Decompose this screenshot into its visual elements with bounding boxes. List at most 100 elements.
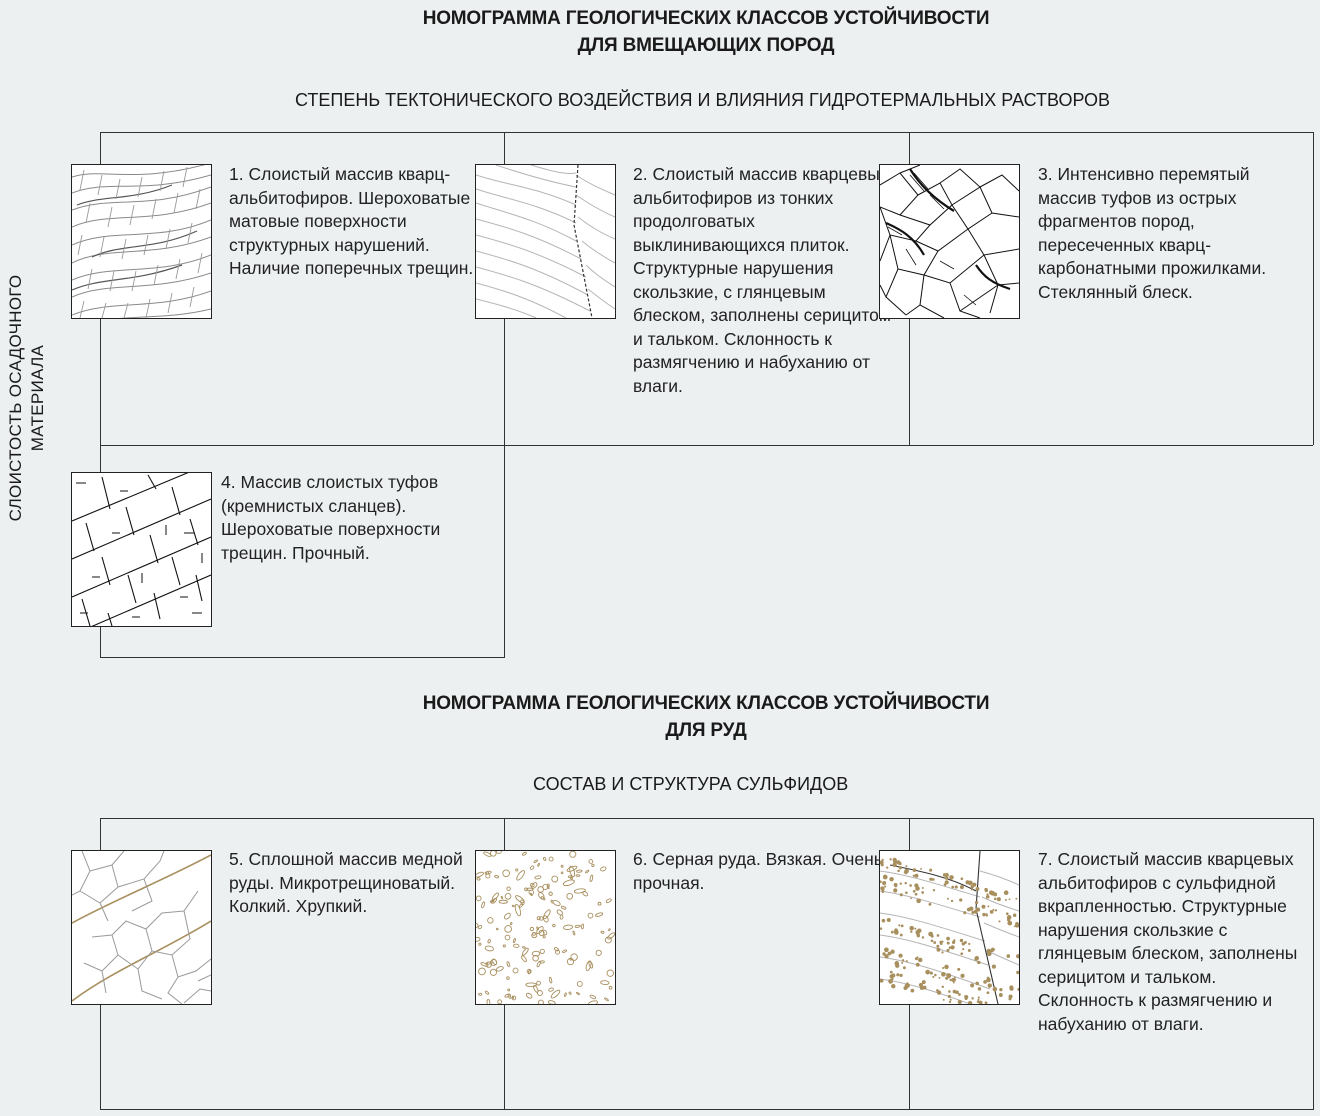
sulfide-dot <box>998 992 1003 997</box>
speckle <box>587 1000 599 1004</box>
sulfide-dot <box>898 865 903 870</box>
grid2-line-top <box>100 818 1313 819</box>
sulfide-dot <box>946 897 949 900</box>
grid-line-left <box>100 132 101 658</box>
speckle <box>595 949 602 956</box>
sulfide-dot <box>1004 898 1007 901</box>
sulfide-dot <box>986 895 989 898</box>
speckle <box>516 870 525 881</box>
speckle <box>600 866 607 872</box>
sulfide-dot <box>909 925 914 931</box>
sulfide-dot <box>938 976 941 979</box>
sulfide-dot <box>967 949 971 952</box>
speckle <box>478 942 482 946</box>
sulfide-dot <box>915 962 920 967</box>
speckle <box>504 934 511 941</box>
speckle <box>566 957 575 966</box>
speckle <box>581 923 585 930</box>
speckle <box>568 991 572 995</box>
speckle <box>476 877 481 881</box>
sulfide-dot <box>1007 920 1013 926</box>
speckle <box>521 955 527 963</box>
sulfide-dot <box>967 880 973 886</box>
sulfide-dot <box>899 973 903 977</box>
sulfide-dot <box>986 893 989 896</box>
sulfide-dot <box>936 989 939 992</box>
sulfide-dot <box>953 939 956 942</box>
sulfide-dot <box>893 859 898 864</box>
sulfide-dot <box>921 936 925 939</box>
speckle <box>530 882 535 888</box>
sulfide-dot <box>936 934 940 937</box>
sulfide-dot <box>981 904 986 909</box>
sulfide-dot <box>975 981 979 986</box>
speckle <box>588 960 594 969</box>
speckle <box>550 989 561 999</box>
sulfide-dot <box>951 946 954 949</box>
speckle <box>542 915 549 923</box>
sulfide-dot <box>960 952 964 956</box>
sulfide-dot <box>932 889 936 892</box>
sulfide-dot <box>1003 890 1009 895</box>
sulfide-dot <box>914 927 917 930</box>
sulfide-dot <box>993 892 998 897</box>
sulfide-dot <box>964 997 968 1001</box>
sulfide-dot <box>881 858 884 861</box>
sulfide-dot <box>944 964 949 970</box>
sulfide-dot <box>881 887 885 891</box>
sulfide-dot <box>969 906 974 911</box>
cell-3-text: 3. Интенсивно перемятый массив туфов из … <box>1038 164 1267 302</box>
section2-title-line2: ДЛЯ РУД <box>665 720 747 741</box>
speckle <box>605 898 612 903</box>
y-axis-label-line2: МАТЕРИАЛА <box>28 344 47 452</box>
sulfide-dot <box>903 986 908 991</box>
sulfide-dot <box>916 898 921 904</box>
speckle <box>600 930 605 934</box>
wavy-layered-fractured-pattern <box>72 165 211 318</box>
speckle <box>481 901 486 909</box>
speckle <box>585 869 590 874</box>
sulfide-dot <box>948 1000 952 1004</box>
sulfide-dot <box>912 889 916 893</box>
section1-title-line2: ДЛЯ ВМЕЩАЮЩИХ ПОРОД <box>577 35 835 56</box>
speckle <box>576 980 583 987</box>
sulfide-dot <box>942 873 947 877</box>
sulfide-dot <box>900 924 904 928</box>
sulfide-dot <box>946 948 950 952</box>
speckle <box>500 895 504 900</box>
speckle <box>504 892 512 900</box>
speckle <box>485 961 492 968</box>
sulfide-dot <box>929 971 933 975</box>
speckle <box>511 995 517 1001</box>
speckle <box>608 928 611 932</box>
speckle <box>533 859 538 863</box>
speckle <box>480 962 489 967</box>
grid-line-top <box>100 132 1313 133</box>
speckle <box>548 987 554 992</box>
speckle <box>537 862 540 867</box>
sulfide-dot <box>1013 925 1016 928</box>
sulfide-dot <box>918 982 924 988</box>
speckle <box>543 856 547 861</box>
sulfide-dot <box>905 960 908 963</box>
speckle <box>511 904 515 908</box>
speckle <box>595 912 604 917</box>
sulfide-dot <box>971 997 974 1000</box>
speckle <box>554 947 559 952</box>
speckle <box>513 943 520 948</box>
sulfide-dot <box>941 972 946 977</box>
section2-title: НОМОГРАММА ГЕОЛОГИЧЕСКИХ КЛАССОВ УСТОЙЧИ… <box>0 690 1320 744</box>
sulfide-dot <box>921 891 925 894</box>
sulfide-dot <box>898 924 901 927</box>
speckle <box>484 990 490 995</box>
sulfide-dot <box>914 883 919 888</box>
sulfide-dot <box>881 918 886 923</box>
layered-with-sulfide-dots-pattern <box>880 851 1019 1004</box>
pattern-image-4 <box>71 472 212 627</box>
speckle <box>551 875 559 883</box>
speckle <box>607 932 615 940</box>
sulfide-dot <box>992 908 995 911</box>
speckle <box>574 924 581 928</box>
sulfide-dot <box>945 976 949 980</box>
speckle <box>597 901 602 906</box>
